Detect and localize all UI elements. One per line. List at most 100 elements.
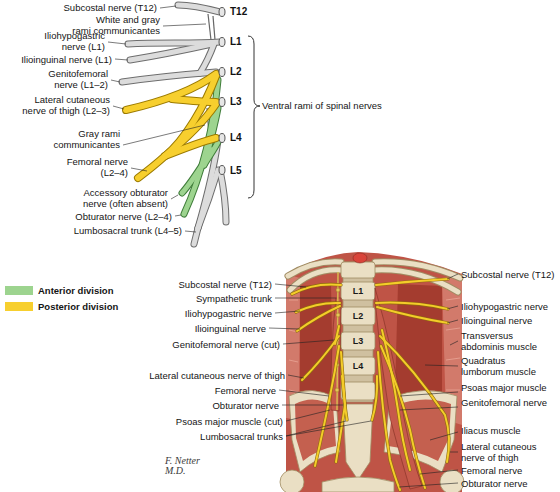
leader-line bbox=[160, 6, 176, 8]
vertebral-column bbox=[341, 282, 375, 300]
ramus-cut-end bbox=[219, 98, 225, 107]
ramus-cut-end bbox=[219, 68, 225, 77]
nerve-label: Lateral cutaneous nerve of thigh (L2–3) bbox=[22, 94, 110, 116]
nerve-label: Subcostal nerve (T12) bbox=[179, 279, 272, 290]
aorta bbox=[353, 253, 367, 263]
legend-swatch bbox=[5, 286, 33, 295]
leader-line bbox=[286, 421, 371, 436]
nerve-label: Iliohypogastric nerve (L1) bbox=[44, 30, 105, 52]
leader-line bbox=[175, 215, 181, 216]
nerve-label: Femoral nerve bbox=[461, 465, 522, 476]
ramus-cut-end bbox=[219, 166, 225, 175]
lumbar-plexus-nerve bbox=[292, 279, 449, 490]
abdominal-wall bbox=[286, 252, 462, 492]
leader-line bbox=[171, 195, 178, 199]
leader-line bbox=[447, 320, 458, 323]
nerve-label: Lumbosacral trunks bbox=[200, 431, 283, 442]
muscle-label: Quadratus lumborum muscle bbox=[461, 355, 536, 377]
legend-entry: Anterior division bbox=[5, 284, 113, 297]
nerve-label: Obturator nerve bbox=[461, 478, 528, 489]
vertebral-column bbox=[341, 382, 375, 400]
leader-line bbox=[420, 470, 458, 474]
legend-swatch bbox=[5, 302, 33, 311]
vertebral-column bbox=[341, 357, 375, 375]
ramus-cut-end bbox=[219, 38, 225, 47]
nerve-label: Ilioinguinal nerve bbox=[195, 323, 266, 334]
ramus-cut-end bbox=[219, 8, 225, 17]
rami-communicantes bbox=[213, 16, 215, 40]
vertebral-column bbox=[341, 307, 375, 325]
leader-line bbox=[123, 125, 205, 145]
signature: F. Netter M.D. bbox=[165, 456, 200, 476]
posterior-division-nerve bbox=[126, 74, 216, 178]
muscle-label: Psoas major muscle bbox=[461, 382, 547, 393]
vertebra-label: L3 bbox=[353, 336, 364, 347]
leader-line bbox=[275, 284, 306, 287]
lumbar-plexus-nerve bbox=[292, 279, 449, 490]
nerve-label: Sympathetic trunk bbox=[196, 293, 272, 304]
nerve-label: Femoral nerve bbox=[215, 385, 276, 396]
leader-line bbox=[450, 452, 458, 453]
level-label: L5 bbox=[230, 165, 242, 176]
leader-line bbox=[400, 407, 458, 410]
nerve-label: Genitofemoral nerve bbox=[461, 397, 547, 408]
leader-line bbox=[282, 405, 343, 406]
nerve-label: Subcostal nerve (T12) bbox=[461, 269, 554, 280]
leader-line bbox=[286, 410, 330, 421]
bracket bbox=[248, 36, 260, 198]
leader-line bbox=[185, 231, 196, 232]
ramus-cut-end bbox=[219, 134, 225, 143]
posterior-division-nerve bbox=[126, 74, 216, 178]
lumbar-plexus-nerve bbox=[292, 279, 449, 490]
ramus-cut-end bbox=[219, 8, 225, 175]
vertebral-column bbox=[341, 332, 375, 350]
level-label: T12 bbox=[230, 6, 247, 17]
nerve-label: Iliohypogastric nerve bbox=[185, 308, 272, 319]
nerve-label: Gray rami communicantes bbox=[53, 128, 120, 150]
leader-line bbox=[131, 168, 147, 171]
legend-text: Anterior division bbox=[38, 284, 113, 297]
nerve-label: Subcostal nerve (T12) bbox=[64, 2, 157, 13]
level-label: L4 bbox=[230, 132, 242, 143]
leader-line bbox=[113, 106, 124, 109]
nerve-label: Obturator nerve bbox=[212, 400, 279, 411]
sympathetic-trunk bbox=[336, 288, 340, 292]
leader-line bbox=[450, 341, 458, 345]
leader-line bbox=[279, 390, 329, 396]
nerve-label: Ilioinguinal nerve bbox=[461, 315, 532, 326]
level-label: L2 bbox=[230, 66, 242, 77]
muscle-label: Psoas major muscle (cut) bbox=[176, 416, 283, 427]
nerve-label: Lateral cutaneous nerve of thigh bbox=[149, 370, 285, 381]
pelvis bbox=[280, 390, 464, 492]
pelvis bbox=[440, 470, 464, 492]
nerve-label: Femoral nerve (L2–4) bbox=[67, 156, 128, 178]
muscle-label: Iliacus muscle bbox=[461, 425, 521, 436]
legend-text: Posterior division bbox=[38, 300, 118, 313]
legend-entry: Posterior division bbox=[5, 300, 118, 313]
bracket bbox=[248, 36, 260, 198]
level-label: L3 bbox=[230, 96, 242, 107]
abdominal-wall bbox=[286, 252, 462, 492]
leader-line bbox=[447, 274, 458, 279]
muscle-label: Transversus abdominis muscle bbox=[461, 330, 537, 352]
leader-line bbox=[275, 311, 300, 313]
nerve-label: Iliohypogastric nerve bbox=[461, 301, 548, 312]
aorta bbox=[353, 253, 367, 263]
vertebra-label: L2 bbox=[353, 311, 364, 322]
vertebral-column bbox=[341, 262, 375, 278]
vertebra-label: L1 bbox=[353, 286, 364, 297]
bracket-label: Ventral rami of spinal nerves bbox=[262, 100, 382, 111]
leader-line bbox=[108, 42, 126, 44]
leader-line bbox=[163, 24, 206, 26]
leader-line bbox=[430, 432, 458, 440]
leader-line bbox=[269, 274, 458, 487]
leader-line bbox=[286, 421, 346, 436]
leader-line bbox=[447, 306, 458, 309]
level-label: L1 bbox=[230, 36, 242, 47]
leader-line bbox=[283, 340, 334, 344]
leader-line bbox=[399, 483, 458, 487]
psoas-major bbox=[331, 298, 341, 411]
nerve-label: Ilioinguinal nerve (L1) bbox=[21, 54, 112, 65]
pelvis bbox=[322, 477, 394, 492]
nerve-label: Accessory obturator nerve (often absent) bbox=[83, 187, 168, 209]
